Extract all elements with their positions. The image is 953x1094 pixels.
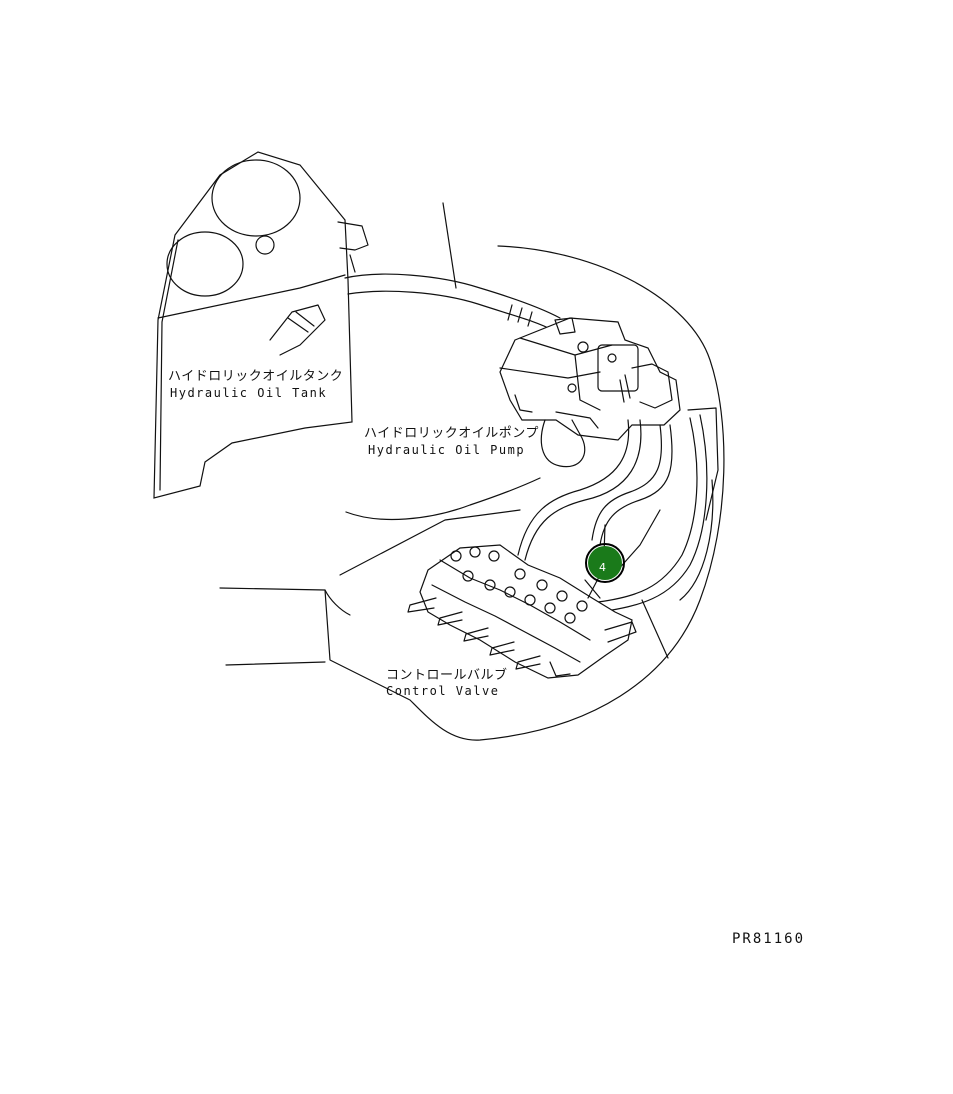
control-valve	[407, 544, 637, 679]
valve-label-en: Control Valve	[386, 684, 499, 698]
pump-label-jp: ハイドロリックオイルポンプ	[364, 426, 539, 441]
callout-badge-circle[interactable]	[588, 546, 622, 580]
tank-label: ハイドロリックオイルタンク Hydraulic Oil Tank	[168, 369, 343, 400]
hydraulic-oil-pump	[499, 317, 681, 468]
tank-label-en: Hydraulic Oil Tank	[170, 386, 327, 400]
drawing-code: PR81160	[732, 931, 805, 947]
hydraulic-hoses	[517, 414, 714, 613]
callout-badge-number: 4	[599, 561, 606, 574]
valve-label: コントロールバルブ Control Valve	[386, 667, 508, 698]
suction-hose	[344, 273, 561, 331]
callout-badge[interactable]: 4	[585, 543, 625, 583]
pump-label-en: Hydraulic Oil Pump	[368, 443, 525, 457]
chassis-outline	[219, 202, 725, 741]
tank-label-jp: ハイドロリックオイルタンク	[168, 369, 343, 384]
valve-label-jp: コントロールバルブ	[386, 667, 508, 683]
pump-label: ハイドロリックオイルポンプ Hydraulic Oil Pump	[364, 426, 539, 457]
hydraulic-oil-tank	[153, 151, 369, 499]
